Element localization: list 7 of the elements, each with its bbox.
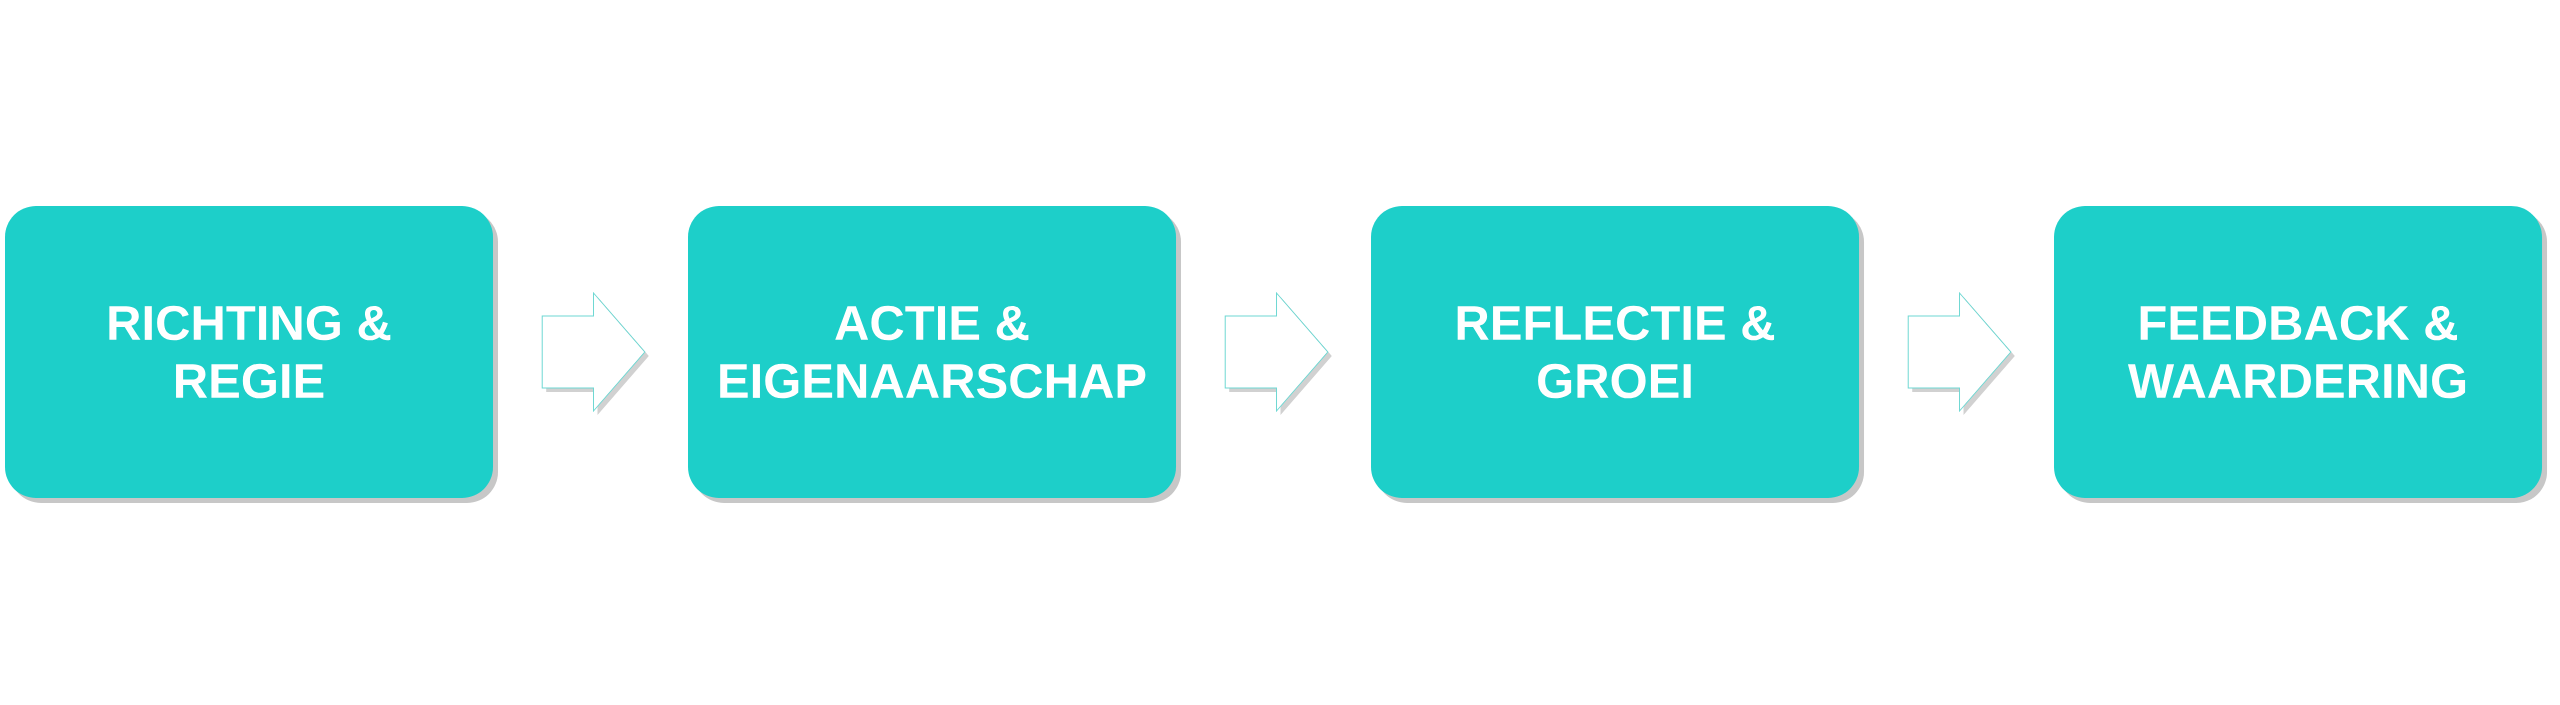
- process-box: FEEDBACK & WAARDERING: [2054, 206, 2547, 503]
- block-arrow: [541, 292, 649, 415]
- block-arrow: [1224, 292, 1332, 415]
- block-arrow: [1907, 292, 2015, 415]
- process-box: ACTIE & EIGENAARSCHAP: [688, 206, 1181, 503]
- process-box: RICHTING & REGIE: [5, 206, 498, 503]
- process-box: REFLECTIE & GROEI: [1371, 206, 1864, 503]
